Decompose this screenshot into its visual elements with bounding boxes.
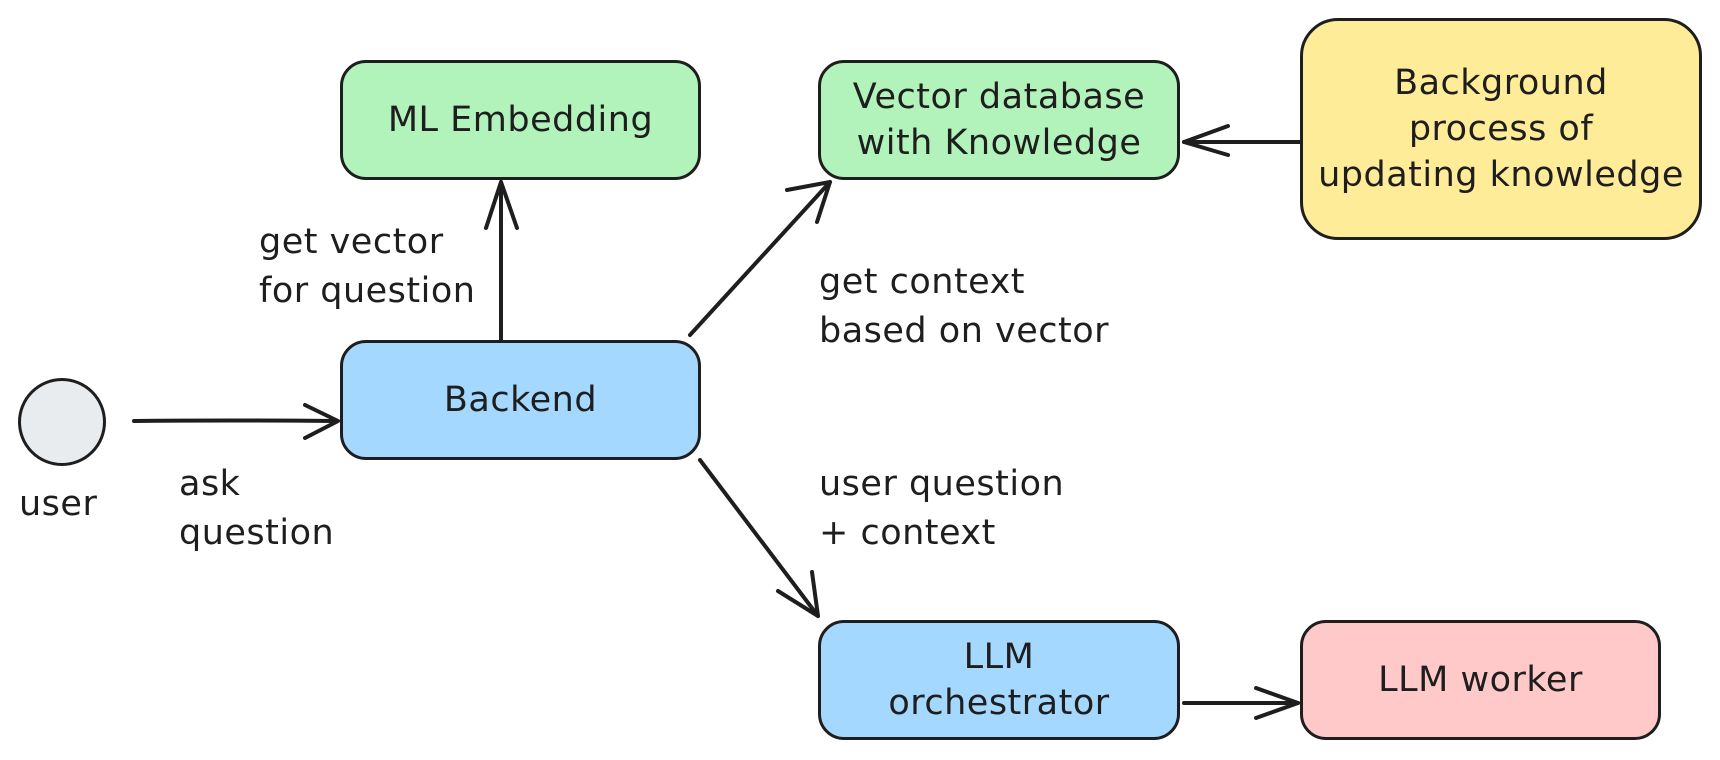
vector-database-node: Vector database with Knowledge (818, 60, 1180, 180)
edge-backend-to-llm-orchestrator (698, 458, 820, 618)
edge-label-get-vector: get vector for question (259, 222, 476, 311)
edge-background-to-vector-db (1182, 124, 1302, 157)
backend-node: Backend (340, 340, 701, 460)
edge-label-user-question-context: user question + context (819, 464, 1065, 553)
user-actor-label: user (19, 484, 98, 524)
edge-backend-to-vector-db (688, 180, 832, 337)
ml-embedding-node: ML Embedding (340, 60, 701, 180)
llm-orchestrator-node: LLM orchestrator (818, 620, 1180, 740)
edge-label-get-context: get context based on vector (819, 262, 1110, 351)
edge-backend-to-ml-embedding (484, 180, 519, 342)
background-process-node: Background process of updating knowledge (1300, 18, 1702, 240)
edge-user-to-backend (132, 403, 340, 440)
user-actor-circle (18, 378, 106, 466)
edge-orchestrator-to-worker (1182, 686, 1300, 720)
llm-worker-node: LLM worker (1300, 620, 1661, 740)
edge-label-ask-question: ask question (179, 464, 335, 553)
